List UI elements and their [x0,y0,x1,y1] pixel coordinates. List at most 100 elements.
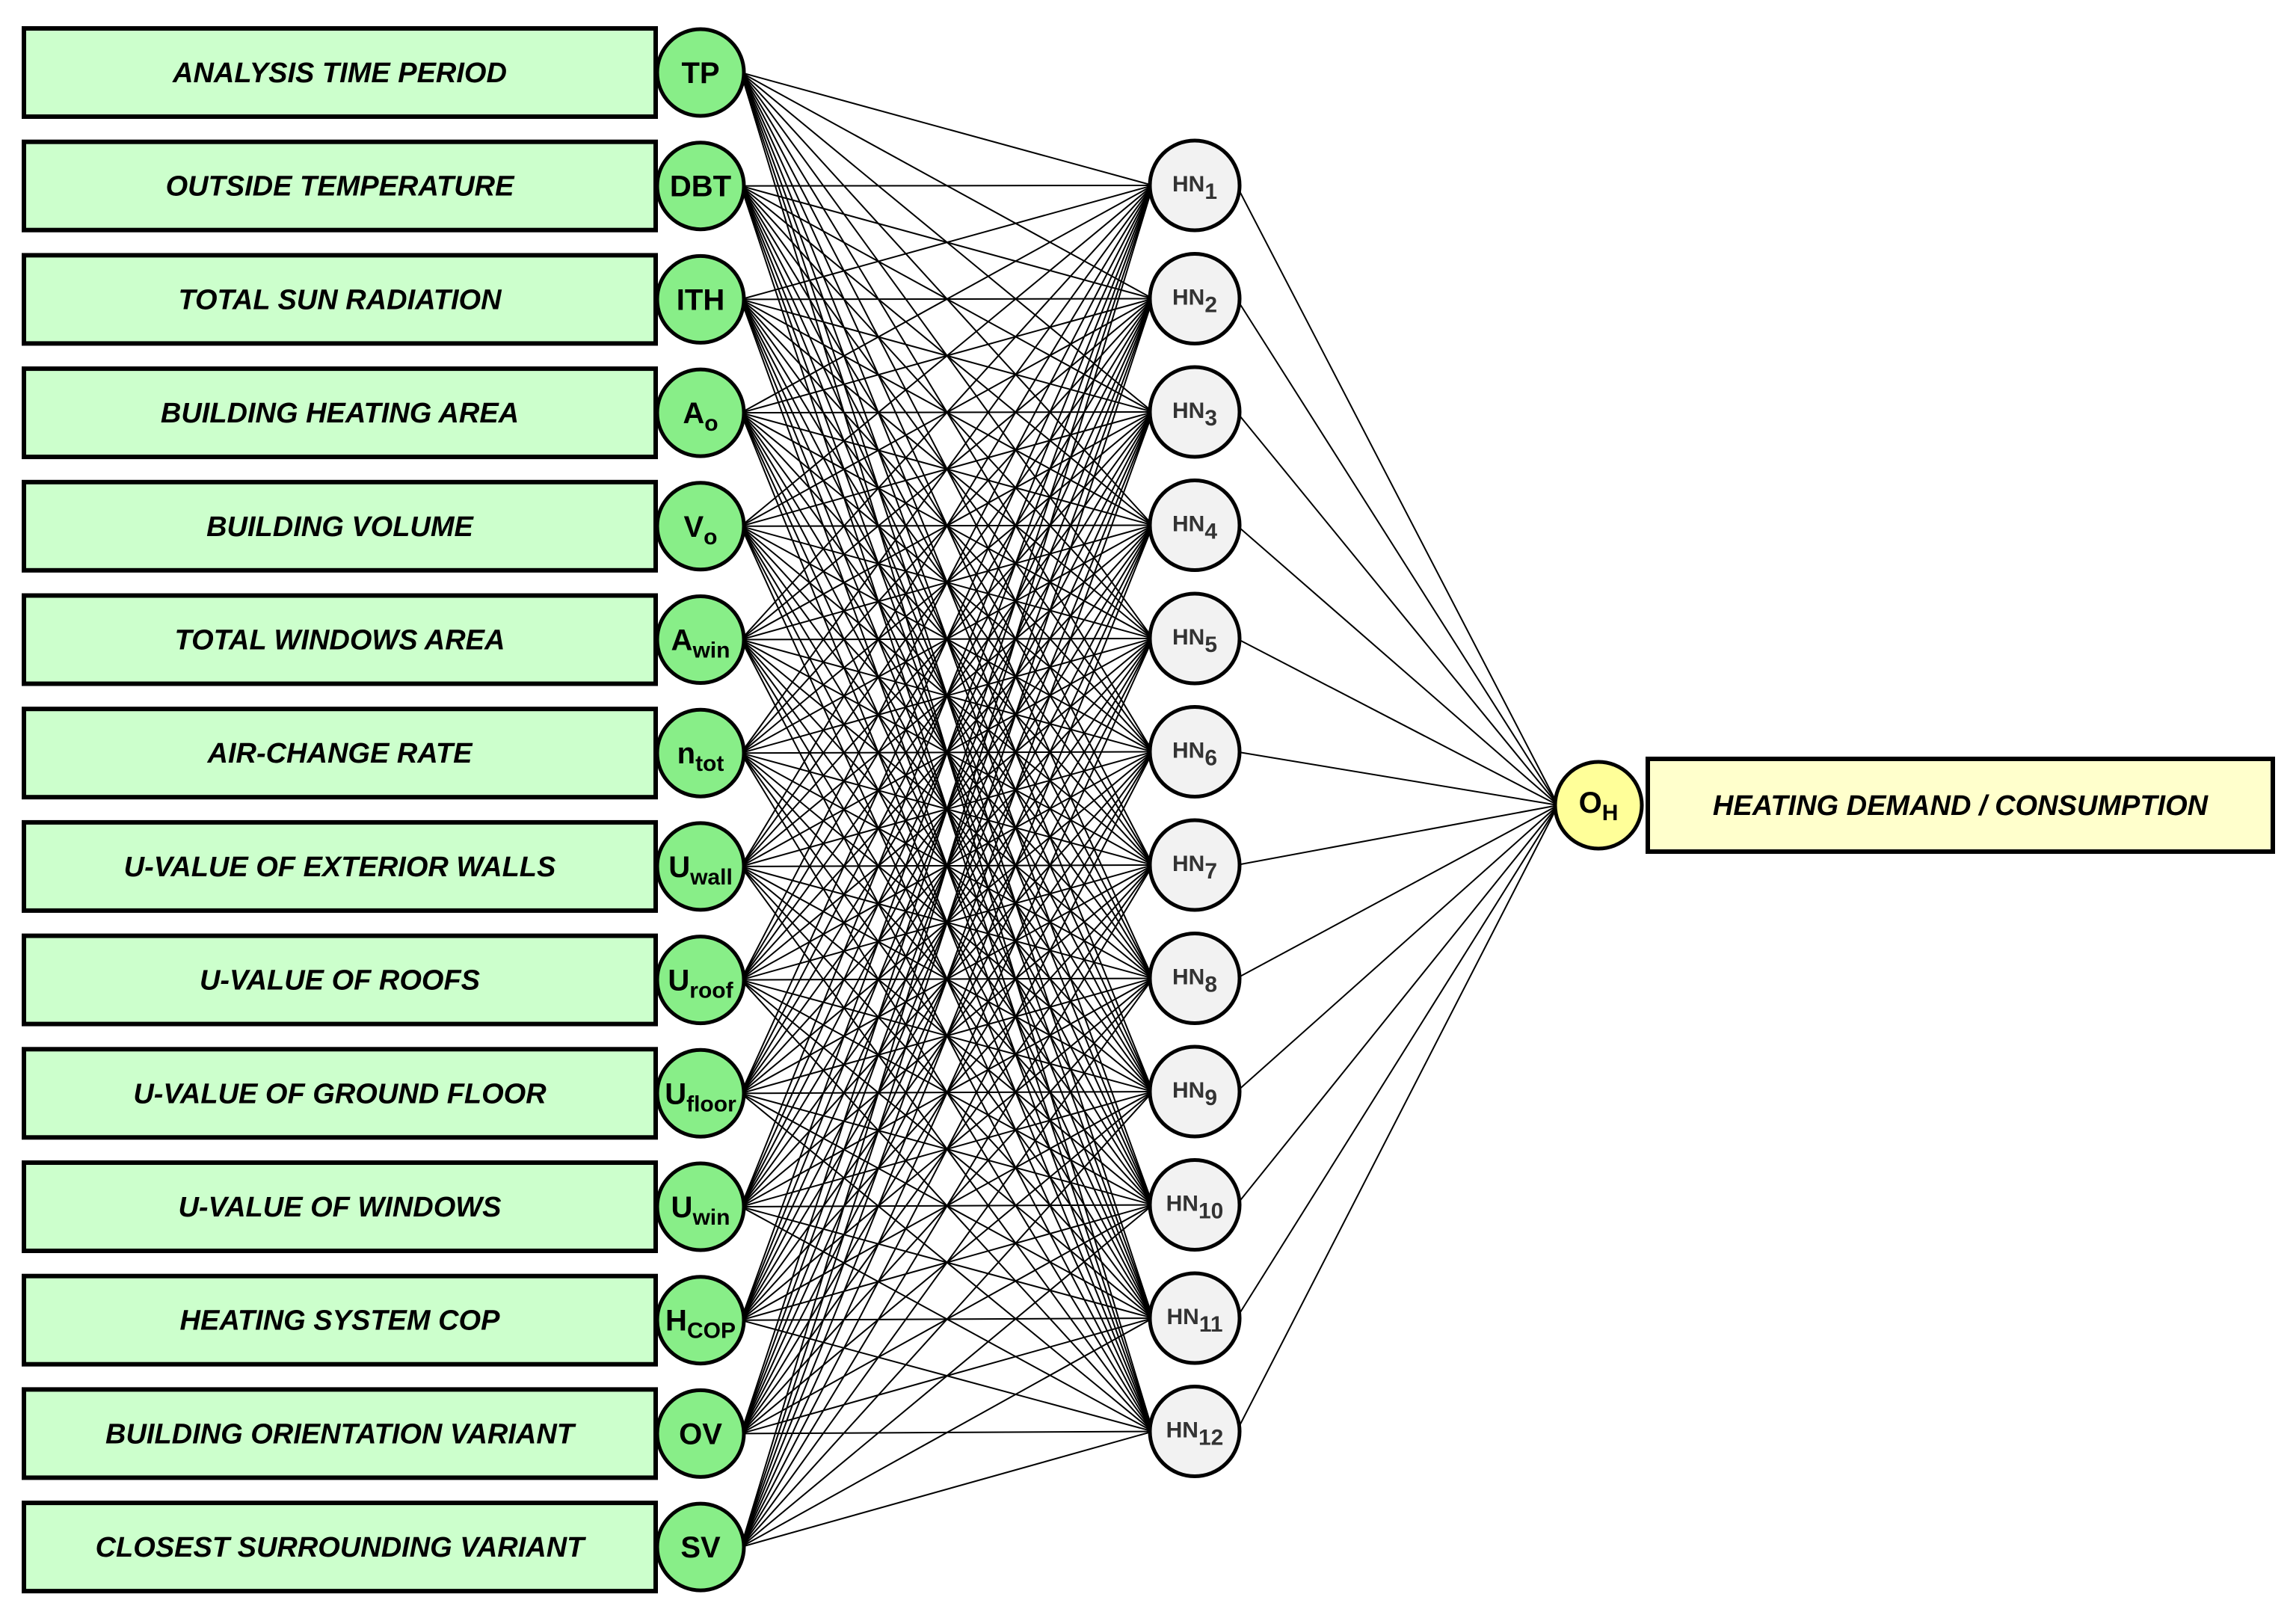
connection-hidden-11-output [1236,804,1559,1319]
hidden-node-6: HN6 [1148,705,1242,799]
input-node-symbol-sub: floor [686,1092,736,1116]
connection-input-2-hidden-1 [740,185,1154,187]
input-box [22,253,658,346]
hidden-node-label: HN2 [1172,286,1217,318]
input-node-symbol-main: TP [681,57,719,90]
input-label: TOTAL SUN RADIATION [178,284,502,316]
output-node-symbol-main: O [1579,787,1602,819]
output-node-symbol: OH [1579,787,1619,825]
hidden-node-label: HN10 [1166,1192,1224,1224]
hidden-node-circle [1148,1158,1242,1252]
hidden-node-label: HN1 [1172,172,1217,204]
connection-input-14-hidden-4 [740,525,1154,1548]
hidden-node-9: HN9 [1148,1044,1242,1139]
hidden-node-sub: 4 [1204,520,1217,544]
input-node-symbol-main: U [668,964,689,997]
connections-layer [740,72,1559,1548]
input-label: U-VALUE OF GROUND FLOOR [133,1078,547,1110]
hidden-node-sub: 9 [1204,1086,1217,1110]
hidden-node-symbol: HN [1172,286,1204,310]
input-node-symbol-main: V [683,511,704,544]
connection-hidden-12-output [1236,804,1559,1432]
connection-input-14-hidden-11 [740,1317,1154,1548]
hidden-node-circle [1148,1044,1242,1139]
hidden-node-11: HN11 [1148,1271,1242,1365]
output-node-symbol-sub: H [1602,801,1619,825]
hidden-node-2: HN2 [1148,252,1242,345]
input-node-symbol-sub: o [704,525,717,550]
connection-input-11-hidden-1 [740,185,1154,1207]
connection-hidden-7-output [1236,804,1559,866]
input-item: U-VALUE OF ROOFS Uroof [22,933,746,1027]
connection-input-14-hidden-3 [740,411,1154,1548]
input-node-symbol: Uwall [668,851,733,890]
input-item: U-VALUE OF GROUND FLOOR Ufloor [22,1047,746,1140]
connection-input-14-hidden-10 [740,1204,1154,1548]
input-node-symbol-main: U [665,1077,686,1110]
input-box [22,1273,658,1367]
input-item: BUILDING ORIENTATION VARIANT OV [22,1387,746,1480]
hidden-node-circle [1148,138,1242,233]
input-node-symbol: ITH [677,283,724,316]
connection-input-1-hidden-1 [740,72,1154,186]
input-node [655,1501,746,1593]
input-label: U-VALUE OF ROOFS [200,965,480,997]
input-node [655,707,746,799]
hidden-node-symbol: HN [1166,1305,1198,1329]
hidden-node-label: HN4 [1172,512,1217,544]
connection-input-9-hidden-1 [740,185,1154,981]
input-node-symbol-sub: tot [695,751,724,776]
input-label: TOTAL WINDOWS AREA [175,625,505,656]
hidden-node-5: HN5 [1148,591,1242,686]
input-box [22,933,658,1027]
input-node-symbol-sub: roof [689,979,733,1003]
input-node-symbol-main: U [671,1191,693,1224]
connection-hidden-8-output [1236,804,1559,979]
hidden-node-sub: 7 [1204,859,1217,884]
connection-input-14-hidden-7 [740,864,1154,1548]
hidden-node-symbol: HN [1172,1078,1204,1103]
input-node-symbol: OV [679,1418,722,1450]
input-node-symbol-main: OV [679,1418,722,1450]
input-node-symbol-main: U [668,851,690,884]
input-node-symbol: Ufloor [665,1077,736,1116]
input-node-symbol-sub: win [692,1205,730,1230]
hidden-node-sub: 11 [1199,1312,1223,1337]
input-node [655,935,746,1026]
hidden-node-circle [1148,591,1242,686]
input-box [22,26,658,119]
hidden-node-10: HN10 [1148,1158,1242,1252]
input-label: BUILDING ORIENTATION VARIANT [105,1418,576,1450]
input-node [655,481,746,572]
input-node-symbol-main: DBT [670,170,731,203]
input-node-symbol-main: ITH [677,283,724,316]
hidden-node-label: HN6 [1172,739,1217,771]
hidden-node-label: HN9 [1172,1078,1217,1110]
input-node-symbol: Ao [683,397,718,436]
connection-hidden-10-output [1236,804,1559,1206]
input-node-symbol-sub: o [704,411,718,436]
connection-hidden-1-output [1236,185,1559,806]
input-node-symbol-main: A [683,397,704,430]
hidden-node-sub: 2 [1204,293,1217,318]
connection-hidden-4-output [1236,524,1559,806]
input-node-symbol-sub: COP [687,1319,736,1344]
input-label: OUTSIDE TEMPERATURE [166,171,516,203]
hidden-node-symbol: HN [1172,172,1204,197]
hidden-node-sub: 10 [1198,1199,1223,1224]
hidden-node-circle [1148,252,1242,345]
connection-input-10-hidden-1 [740,185,1154,1094]
input-node [655,1161,746,1252]
connection-hidden-9-output [1236,804,1559,1092]
hidden-node-circle [1148,1385,1242,1478]
input-node [655,1275,746,1366]
input-node-symbol: ntot [677,737,724,776]
input-node-symbol: Uwin [671,1191,730,1230]
hidden-node-circle [1148,1271,1242,1365]
